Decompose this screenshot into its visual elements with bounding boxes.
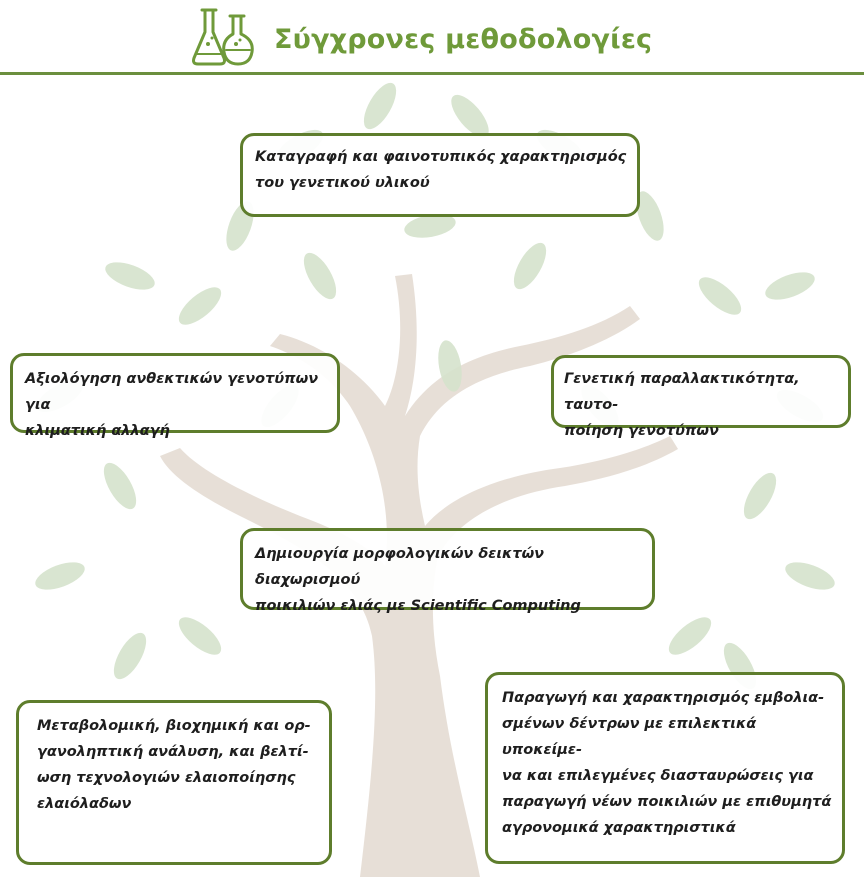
- page-title: Σύγχρονες μεθοδολογίες: [274, 24, 652, 55]
- method-box-genetic-variability: Γενετική παραλλακτικότητα, ταυτο- ποίηση…: [551, 355, 851, 428]
- header-divider: [0, 72, 864, 75]
- method-box-grafted-trees: Παραγωγή και χαρακτηρισμός εμβολια- σμέν…: [485, 672, 845, 864]
- method-box-morphological-markers: Δημιουργία μορφολογικών δεικτών διαχωρισ…: [240, 528, 655, 610]
- header: Σύγχρονες μεθοδολογίες: [0, 0, 864, 76]
- method-box-text: Μεταβολομική, βιοχημική και ορ- γανοληπτ…: [37, 713, 319, 817]
- lab-flasks-icon: [190, 6, 258, 68]
- method-box-text: Καταγραφή και φαινοτυπικός χαρακτηρισμός…: [255, 144, 627, 196]
- method-box-text: Αξιολόγηση ανθεκτικών γενοτύπων για κλιμ…: [25, 366, 327, 444]
- method-box-text: Δημιουργία μορφολογικών δεικτών διαχωρισ…: [255, 541, 642, 619]
- method-box-text: Παραγωγή και χαρακτηρισμός εμβολια- σμέν…: [502, 685, 832, 841]
- method-box-cataloguing: Καταγραφή και φαινοτυπικός χαρακτηρισμός…: [240, 133, 640, 217]
- method-box-metabolomics: Μεταβολομική, βιοχημική και ορ- γανοληπτ…: [16, 700, 332, 865]
- method-box-text: Γενετική παραλλακτικότητα, ταυτο- ποίηση…: [564, 366, 840, 444]
- method-box-climate-resistance: Αξιολόγηση ανθεκτικών γενοτύπων για κλιμ…: [10, 353, 340, 433]
